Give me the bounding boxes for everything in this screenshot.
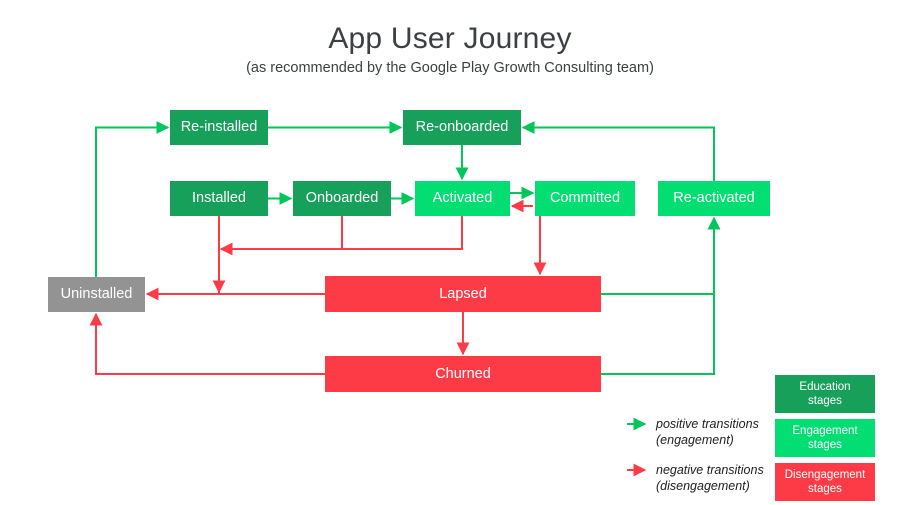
legend-positive-line2: (engagement) [656, 433, 734, 448]
legend-swatch-disengagement: Disengagement stages [775, 463, 875, 501]
node-re-activated[interactable]: Re-activated [658, 181, 770, 216]
legend-swatch-engagement: Engagement stages [775, 419, 875, 457]
node-lapsed[interactable]: Lapsed [325, 276, 601, 312]
node-label: Re-installed [180, 119, 258, 136]
node-re-installed[interactable]: Re-installed [170, 110, 268, 145]
edge-activated-uninstalled-branch [219, 216, 463, 256]
node-re-onboarded[interactable]: Re-onboarded [403, 110, 521, 145]
node-installed[interactable]: Installed [170, 181, 268, 216]
legend-swatch-line1: Education [799, 380, 851, 393]
legend-negative-transitions: negative transitions (disengagement) [656, 462, 764, 495]
legend-swatch-line2: stages [808, 439, 842, 451]
page-title: App User Journey [328, 22, 572, 55]
node-churned[interactable]: Churned [325, 356, 601, 392]
node-label: Onboarded [305, 190, 379, 207]
node-uninstalled[interactable]: Uninstalled [48, 277, 145, 312]
node-committed[interactable]: Committed [535, 181, 635, 216]
legend-swatch-line2: stages [808, 395, 842, 407]
node-label: Committed [549, 190, 621, 207]
edge-churned-uninstalled [89, 312, 325, 375]
node-activated[interactable]: Activated [415, 181, 510, 216]
legend-swatch-line1: Disengagement [784, 468, 866, 481]
edge-lapsed-reactivated [601, 216, 721, 295]
node-label: Uninstalled [60, 286, 133, 303]
legend-negative-line1: negative transitions [656, 463, 764, 477]
edge-churned-reactivated [601, 216, 721, 375]
node-label: Re-onboarded [415, 119, 509, 136]
legend-swatch-line1: Engagement [792, 424, 858, 437]
legend-positive-transitions: positive transitions (engagement) [656, 416, 759, 449]
legend-swatch-line2: stages [808, 483, 842, 495]
legend-swatch-education: Education stages [775, 375, 875, 413]
page-subtitle: (as recommended by the Google Play Growt… [246, 60, 654, 76]
node-label: Lapsed [439, 285, 487, 302]
node-label: Installed [191, 190, 246, 207]
edge-reactivated-reonboarded [521, 121, 715, 181]
node-label: Re-activated [673, 190, 755, 207]
node-onboarded[interactable]: Onboarded [293, 181, 391, 216]
edge-uninstalled-reinstalled [95, 121, 170, 277]
node-label: Churned [435, 365, 491, 382]
legend-positive-line1: positive transitions [656, 417, 759, 431]
legend-negative-line2: (disengagement) [656, 479, 750, 494]
node-label: Activated [432, 190, 493, 207]
